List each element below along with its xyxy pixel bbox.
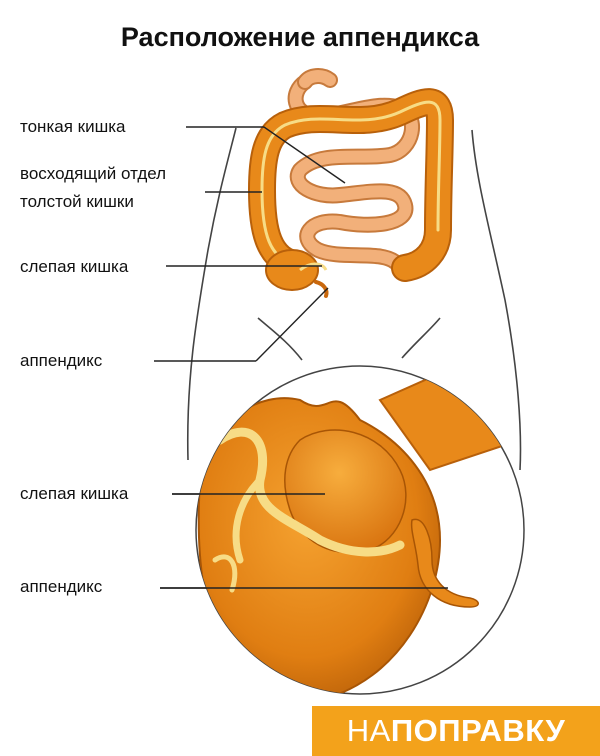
large-intestine [248, 88, 454, 282]
label-cecum-top: слепая кишка [20, 257, 129, 276]
label-ascending-colon-line2: толстой кишки [20, 192, 134, 211]
zoom-circle [195, 365, 525, 695]
logo-prefix: НА [346, 713, 391, 748]
page-title: Расположение аппендикса [120, 22, 480, 52]
zoom-pointer-lines [160, 493, 448, 589]
label-appendix-zoom: аппендикс [20, 577, 103, 596]
label-ascending-colon-line1: восходящий отдел [20, 164, 167, 183]
logo-main: ПОПРАВКУ [390, 713, 566, 748]
brand-logo[interactable]: НАПОПРАВКУ [312, 706, 600, 756]
label-cecum-zoom: слепая кишка [20, 484, 129, 503]
label-small-intestine: тонкая кишка [20, 117, 126, 136]
label-appendix-top: аппендикс [20, 351, 103, 370]
cecum-small [265, 249, 329, 298]
